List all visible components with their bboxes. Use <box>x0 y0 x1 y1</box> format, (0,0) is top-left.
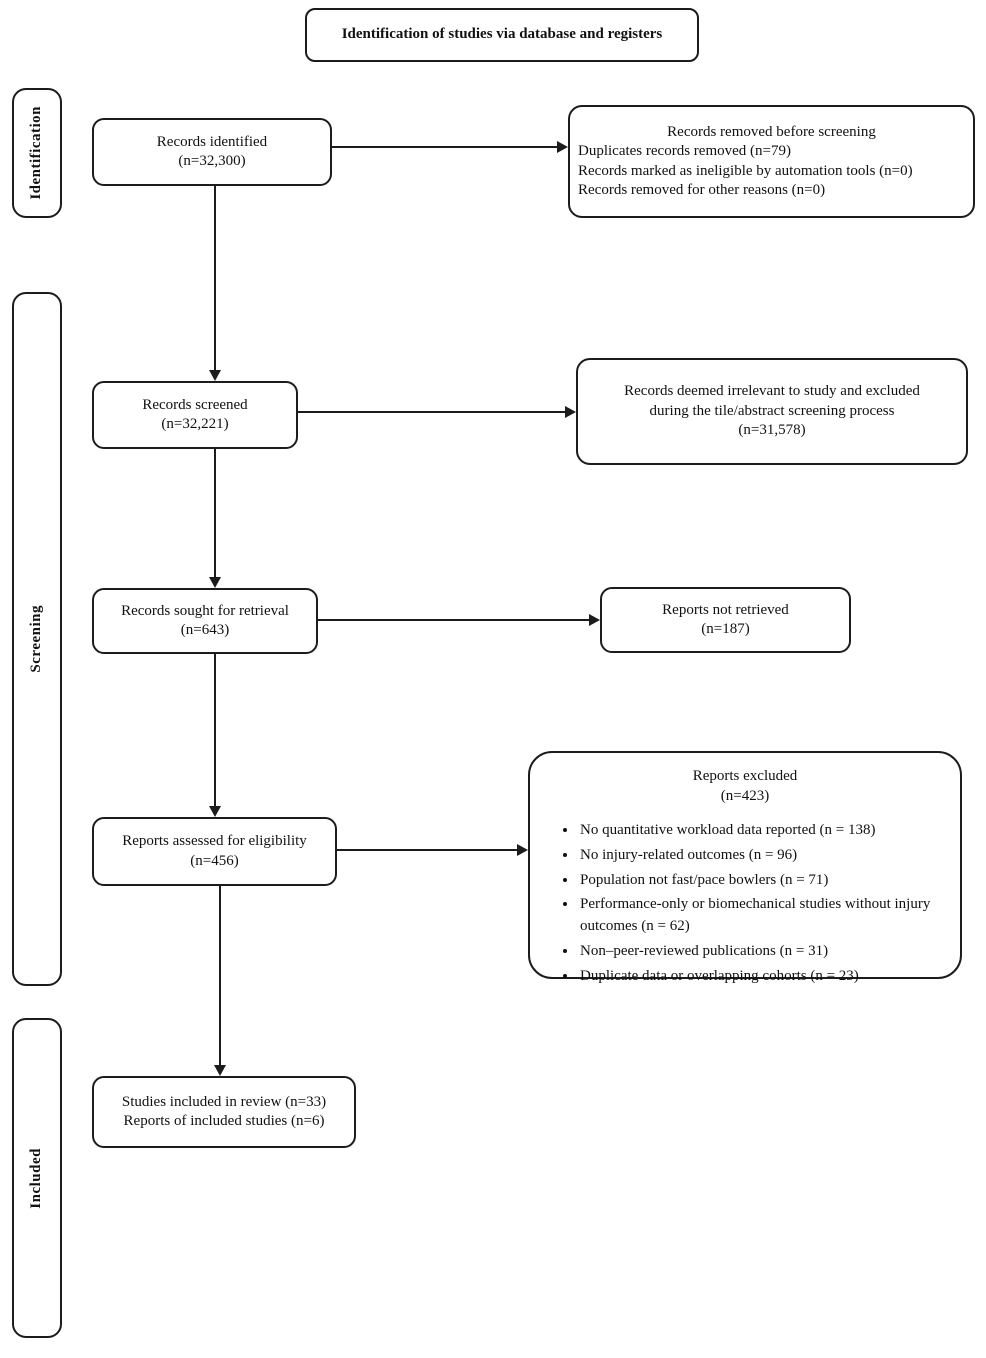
phase-identification-box: Identification <box>12 88 62 218</box>
reports-not-retrieved-count: (n=187) <box>701 621 750 637</box>
reports-excluded-heading: Reports excluded <box>692 768 798 784</box>
records-screened-count: (n=32,221) <box>161 416 229 432</box>
exclusion-reason: Population not fast/pace bowlers (n = 71… <box>578 870 946 892</box>
reports-assessed-count: (n=456) <box>190 852 239 869</box>
reports-excluded-count: (n=423) <box>720 787 770 804</box>
arrowhead-right-icon <box>557 141 568 153</box>
arrow-sought-to-assessed <box>214 654 216 807</box>
studies-included-line2: Reports of included studies (n=6) <box>123 1113 325 1129</box>
records-sought-box: Records sought for retrieval (n=643) <box>92 588 318 654</box>
reports-assessed-title: Reports assessed for eligibility <box>122 833 307 849</box>
arrow-screened-to-irrelevant <box>298 411 566 413</box>
records-removed-item-2: Records marked as ineligible by automati… <box>578 162 913 179</box>
studies-included-box: Studies included in review (n=33) Report… <box>92 1076 356 1148</box>
reports-excluded-list: No quantitative workload data reported (… <box>530 820 960 990</box>
reports-not-retrieved-title: Reports not retrieved <box>662 601 789 618</box>
records-irrelevant-line3: (n=31,578) <box>738 422 806 439</box>
records-identified-count: (n=32,300) <box>178 153 246 169</box>
exclusion-reason: No injury-related outcomes (n = 96) <box>578 845 946 867</box>
reports-assessed-box: Reports assessed for eligibility (n=456) <box>92 817 337 886</box>
records-irrelevant-line1: Records deemed irrelevant to study and e… <box>624 383 920 400</box>
exclusion-reason: Duplicate data or overlapping cohorts (n… <box>578 966 946 988</box>
arrowhead-right-icon <box>565 406 576 418</box>
arrowhead-down-icon <box>209 577 221 588</box>
arrow-identified-to-screened <box>214 186 216 371</box>
records-screened-title: Records screened <box>142 396 248 413</box>
exclusion-reason: Non–peer-reviewed publications (n = 31) <box>578 941 946 963</box>
records-irrelevant-line2: during the tile/abstract screening proce… <box>649 402 895 419</box>
diagram-title: Identification of studies via database a… <box>341 26 663 43</box>
records-removed-box: Records removed before screening Duplica… <box>568 105 975 218</box>
reports-not-retrieved-box: Reports not retrieved (n=187) <box>600 587 851 653</box>
arrow-screened-to-sought <box>214 449 216 578</box>
records-removed-item-1: Duplicates records removed (n=79) <box>578 143 791 159</box>
arrowhead-down-icon <box>209 370 221 381</box>
phase-screening-label: Screening <box>28 605 45 673</box>
arrowhead-down-icon <box>214 1065 226 1076</box>
arrowhead-right-icon <box>589 614 600 626</box>
phase-included-box: Included <box>12 1018 62 1338</box>
records-irrelevant-box: Records deemed irrelevant to study and e… <box>576 358 968 465</box>
records-identified-box: Records identified (n=32,300) <box>92 118 332 186</box>
arrow-sought-to-not-retrieved <box>318 619 590 621</box>
records-screened-box: Records screened (n=32,221) <box>92 381 298 449</box>
phase-included-label: Included <box>28 1147 45 1209</box>
arrowhead-down-icon <box>209 806 221 817</box>
arrowhead-right-icon <box>517 844 528 856</box>
exclusion-reason: No quantitative workload data reported (… <box>578 820 946 842</box>
records-sought-count: (n=643) <box>180 622 230 638</box>
arrow-assessed-to-excluded <box>337 849 518 851</box>
arrow-assessed-to-included <box>219 886 221 1066</box>
phase-identification-label: Identification <box>28 106 45 200</box>
studies-included-line1: Studies included in review (n=33) <box>121 1093 327 1110</box>
records-sought-title: Records sought for retrieval <box>121 602 289 619</box>
records-removed-heading: Records removed before screening <box>667 123 876 140</box>
reports-excluded-box: Reports excluded (n=423) No quantitative… <box>528 751 962 984</box>
exclusion-reason: Performance-only or biomechanical studie… <box>578 894 946 938</box>
records-removed-item-3: Records removed for other reasons (n=0) <box>578 182 826 198</box>
records-identified-title: Records identified <box>156 133 268 150</box>
diagram-title-box: Identification of studies via database a… <box>305 8 699 62</box>
phase-screening-box: Screening <box>12 292 62 986</box>
arrow-identified-to-removed <box>332 146 558 148</box>
